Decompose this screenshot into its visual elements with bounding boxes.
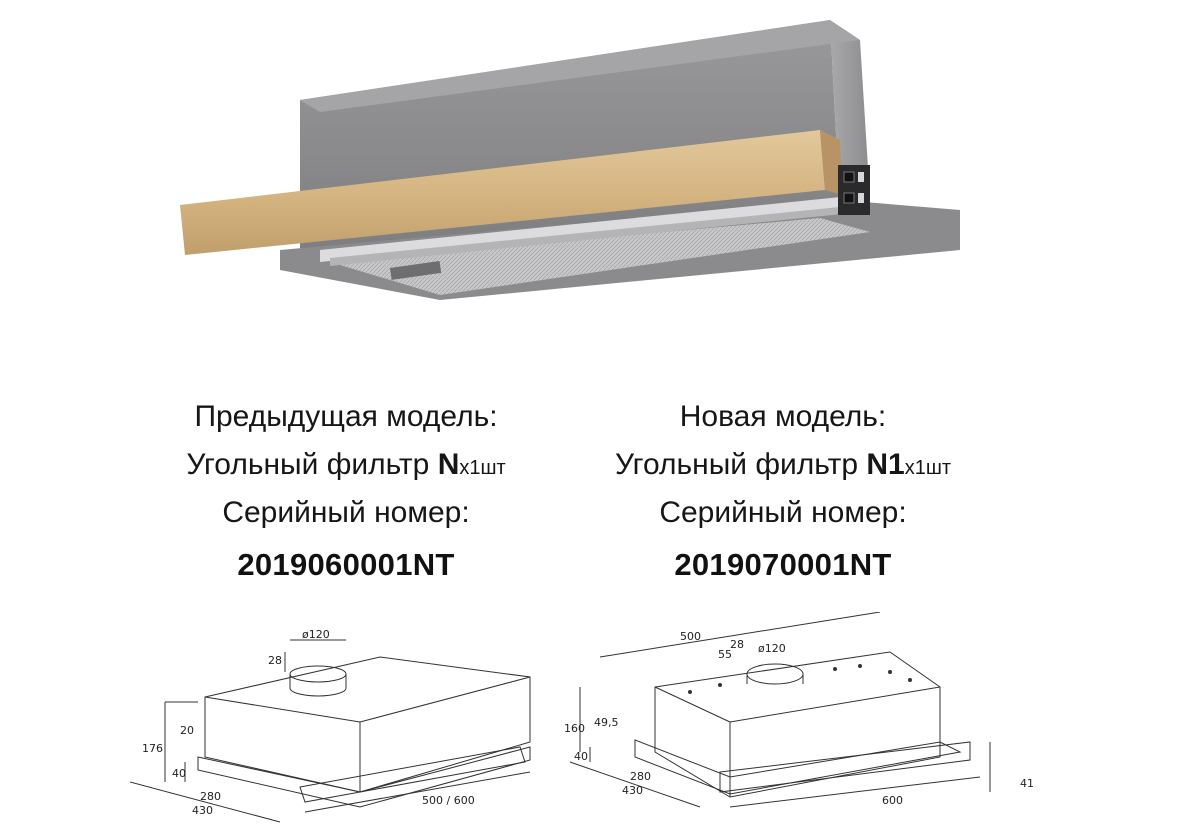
filter-qty: x1шт (904, 457, 952, 479)
previous-model-info: Предыдущая модель: Угольный фильтр Nx1шт… (106, 393, 586, 589)
previous-model-heading: Предыдущая модель: (194, 400, 498, 433)
dim-depth-total: 430 (192, 804, 213, 817)
dim-depth: 280 (630, 770, 651, 783)
new-model-heading: Новая модель: (679, 400, 887, 433)
dim-offset: 55 (718, 648, 732, 661)
new-serial-number: 2019070001NT (674, 547, 892, 582)
new-serial-label: Серийный номер: (659, 496, 907, 529)
dim-depth-total: 430 (622, 784, 643, 797)
dim-diameter: ø120 (758, 642, 786, 655)
previous-filter-line: Угольный фильтр Nx1шт (106, 441, 586, 489)
filter-model: N1 (866, 448, 905, 481)
dim-depth-front: 20 (180, 724, 194, 737)
cooker-hood-image (180, 20, 960, 300)
filter-prefix: Угольный фильтр (186, 448, 438, 481)
new-filter-line: Угольный фильтр N1x1шт (543, 441, 1023, 489)
dim-height-front: 40 (172, 767, 186, 780)
dim-height-bottom: 40 (574, 750, 588, 763)
dim-height-top: 28 (268, 654, 282, 667)
filter-prefix: Угольный фильтр (614, 448, 867, 481)
grease-filter (330, 218, 870, 295)
wooden-trim (180, 130, 825, 255)
previous-serial-label: Серийный номер: (222, 496, 470, 529)
dim-width: 600 (882, 794, 903, 807)
previous-model-drawing: ø120 28 20 176 40 280 430 500 / 600 (130, 628, 531, 823)
dim-width-top: 500 (680, 630, 701, 643)
dim-offset-front: 49,5 (594, 716, 619, 729)
dim-diameter: ø120 (302, 628, 330, 641)
dim-height: 160 (564, 722, 585, 735)
dim-height-total: 176 (142, 742, 163, 755)
filter-model: N (437, 448, 460, 481)
new-model-info: Новая модель: Угольный фильтр N1x1шт Сер… (543, 393, 1023, 589)
filter-qty: x1шт (459, 457, 506, 479)
dim-height-front: 41 (1020, 777, 1034, 790)
dim-height-top: 28 (730, 638, 744, 651)
dim-depth: 280 (200, 790, 221, 803)
dim-width: 500 / 600 (422, 794, 475, 807)
previous-serial-number: 2019060001NT (237, 547, 455, 582)
new-model-drawing: 500 28 55 ø120 49,5 160 40 280 430 600 4… (564, 612, 1034, 808)
